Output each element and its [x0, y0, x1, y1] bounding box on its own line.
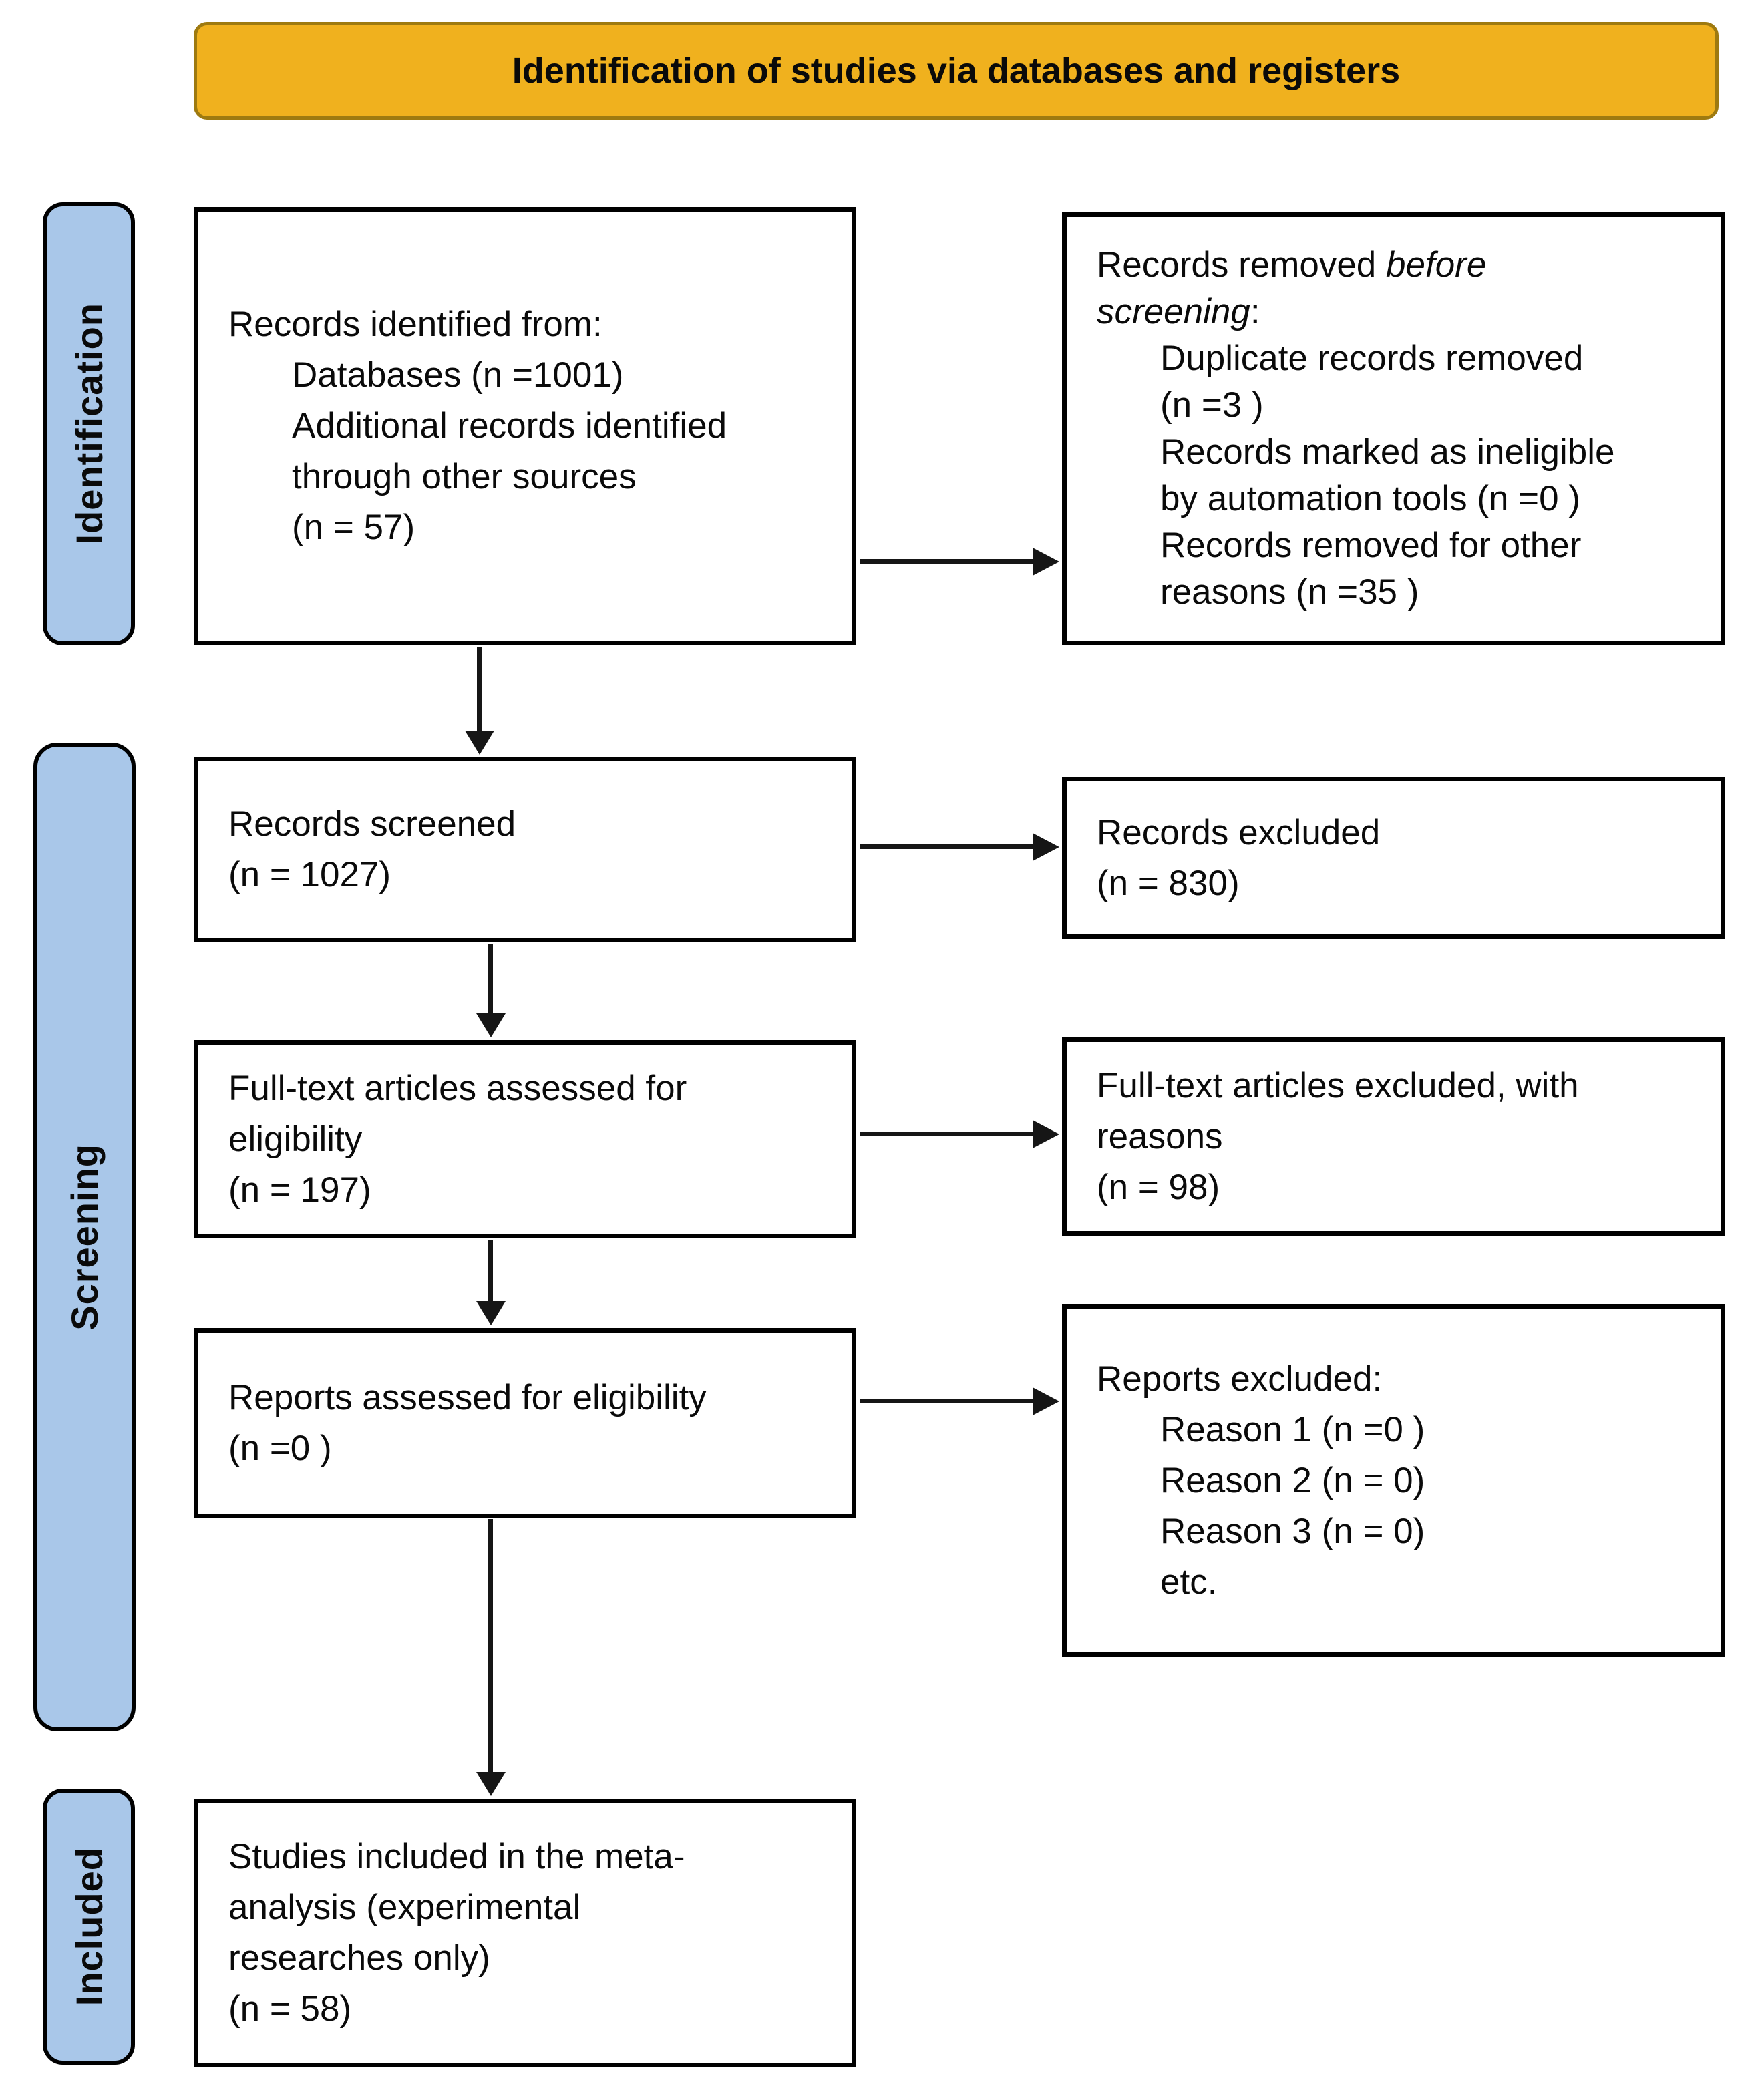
arrow-right-fulltext-to-excluded: [860, 1132, 1033, 1136]
box-line: (n = 58): [228, 1989, 352, 2029]
box-line: through other sources: [292, 457, 637, 496]
box-line: Reason 2 (n = 0): [1160, 1460, 1425, 1500]
box-line: eligibility: [228, 1119, 363, 1159]
stage-label-screening: Screening: [33, 743, 136, 1731]
box-line: (n = 830): [1097, 863, 1240, 903]
box-line: etc.: [1160, 1562, 1218, 1602]
arrow-down-identified-to-screened: [477, 647, 482, 731]
box-line: screening:: [1097, 289, 1714, 335]
box-line: Databases (n =1001): [292, 355, 624, 395]
stage-label-identification: Identification: [43, 202, 135, 645]
arrow-down-reports-to-included: [488, 1519, 493, 1772]
box-line: (n =0 ): [228, 1428, 332, 1468]
box-line: reasons: [1097, 1116, 1223, 1156]
box-line: Full-text articles excluded, with: [1097, 1065, 1579, 1105]
arrow-right-reports-to-excluded: [860, 1399, 1033, 1403]
arrow-right-identified-to-removed: [860, 559, 1033, 564]
box-line: Full-text articles assessed for: [228, 1068, 687, 1108]
box-line: Records marked as ineligible: [1160, 432, 1615, 472]
box-records-screened: Records screened (n = 1027): [194, 757, 856, 942]
box-text: Records removed: [1097, 245, 1387, 285]
box-fulltext-assessed: Full-text articles assessed for eligibil…: [194, 1040, 856, 1238]
box-reports-excluded: Reports excluded: Reason 1 (n =0 ) Reaso…: [1062, 1304, 1725, 1657]
box-line: Records identified from:: [228, 305, 602, 344]
box-line: (n = 197): [228, 1170, 371, 1210]
box-line: Reports excluded:: [1097, 1359, 1383, 1399]
box-text-italic: screening: [1097, 292, 1250, 331]
box-line: Records removed for other: [1160, 526, 1582, 565]
arrow-right-screened-to-excluded: [860, 844, 1033, 849]
box-records-excluded: Records excluded (n = 830): [1062, 777, 1725, 939]
box-line: Additional records identified: [292, 406, 727, 446]
box-line: Reason 1 (n =0 ): [1160, 1409, 1425, 1449]
box-text: :: [1250, 292, 1260, 331]
box-line: reasons (n =35 ): [1160, 572, 1419, 612]
stage-label-screening-text: Screening: [63, 1144, 106, 1331]
box-records-removed: Records removed before screening: Duplic…: [1062, 212, 1725, 645]
banner-title: Identification of studies via databases …: [194, 22, 1719, 120]
box-line: Reason 3 (n = 0): [1160, 1511, 1425, 1551]
box-line: by automation tools (n =0 ): [1160, 479, 1580, 518]
box-reports-assessed: Reports assessed for eligibility (n =0 ): [194, 1328, 856, 1518]
box-line: (n = 98): [1097, 1167, 1220, 1207]
box-line: analysis (experimental: [228, 1888, 581, 1927]
stage-label-included: Included: [43, 1789, 135, 2065]
box-line: researches only): [228, 1938, 490, 1978]
arrow-down-fulltext-to-reports: [488, 1240, 493, 1301]
box-records-identified: Records identified from: Databases (n =1…: [194, 207, 856, 645]
box-studies-included: Studies included in the meta- analysis (…: [194, 1799, 856, 2067]
arrow-down-screened-to-fulltext: [488, 944, 493, 1013]
box-line: Records removed before: [1097, 242, 1714, 289]
box-line: Records excluded: [1097, 812, 1381, 852]
box-text-italic: before: [1386, 245, 1487, 285]
box-line: Duplicate records removed: [1160, 339, 1584, 378]
box-fulltext-excluded: Full-text articles excluded, with reason…: [1062, 1037, 1725, 1236]
stage-label-identification-text: Identification: [67, 303, 110, 545]
box-line: Records screened: [228, 804, 516, 844]
box-line: (n = 57): [292, 508, 415, 547]
box-line: Studies included in the meta-: [228, 1837, 685, 1876]
box-line: (n =3 ): [1160, 385, 1264, 425]
box-line: (n = 1027): [228, 855, 391, 894]
stage-label-included-text: Included: [67, 1847, 110, 2007]
box-line: Reports assessed for eligibility: [228, 1377, 707, 1417]
